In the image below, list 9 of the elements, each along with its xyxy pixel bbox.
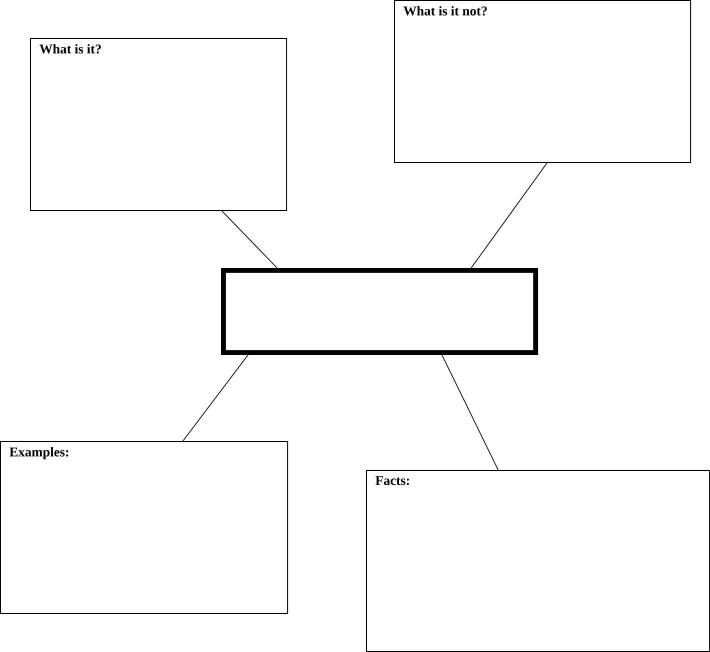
connector-line — [442, 354, 499, 470]
answer-box: Examples: — [0, 441, 288, 614]
connector-line — [222, 210, 278, 268]
central-box — [221, 268, 538, 356]
answer-box: Facts: — [366, 470, 710, 652]
answer-box: What is it not? — [394, 0, 692, 164]
answer-box: What is it? — [30, 38, 288, 212]
connector-line — [182, 354, 248, 442]
connector-line — [470, 162, 548, 268]
